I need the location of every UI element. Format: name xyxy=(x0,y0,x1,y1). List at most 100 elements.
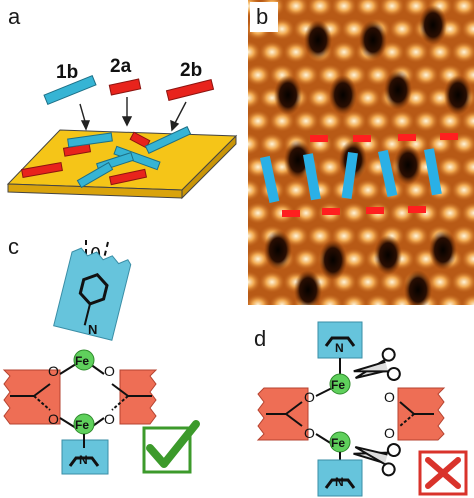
label-2b: 2b xyxy=(180,60,202,81)
stm-bump xyxy=(451,271,474,293)
stm-bump xyxy=(317,156,343,178)
stm-bump xyxy=(389,18,415,40)
stm-bump xyxy=(355,225,381,247)
stm-bump xyxy=(389,110,415,132)
stm-hole xyxy=(384,70,412,110)
stm-bump xyxy=(248,41,261,63)
panel-a-letter: a xyxy=(8,4,21,29)
stm-bump xyxy=(341,202,367,224)
stm-hole xyxy=(284,140,312,180)
stm-bump xyxy=(307,87,333,109)
stm-bump xyxy=(248,87,261,109)
carboxylate-right xyxy=(397,387,446,441)
stm-bump xyxy=(427,271,453,293)
panel-a: a 1b 2a 2b xyxy=(0,0,245,225)
fe-atom-top xyxy=(73,349,95,371)
stm-bump xyxy=(451,41,474,63)
stm-bump xyxy=(451,225,474,247)
carboxylate-left xyxy=(2,369,61,425)
molecule-2b xyxy=(165,78,215,102)
stm-hole xyxy=(404,270,432,305)
stm-bump xyxy=(437,202,463,224)
stm-bump xyxy=(437,110,463,132)
o-label: O xyxy=(304,425,315,441)
fe-label-bottom: Fe xyxy=(331,436,345,450)
stm-bump xyxy=(451,179,474,201)
pyridine-bottom xyxy=(317,452,363,497)
stm-bump xyxy=(437,294,463,305)
stm-bump xyxy=(248,225,261,247)
o-label: O xyxy=(304,389,315,405)
stm-bump xyxy=(461,248,474,270)
stm-hole xyxy=(419,5,447,45)
stm-bump xyxy=(293,64,319,86)
stm-bump xyxy=(248,294,271,305)
stm-bump xyxy=(365,64,391,86)
stm-hole xyxy=(444,75,472,115)
o-label: O xyxy=(384,425,395,441)
surface-schematic: 1b 2a 2b xyxy=(6,56,238,200)
stm-hole xyxy=(394,145,422,185)
stm-bump xyxy=(317,294,343,305)
stm-bump xyxy=(461,202,474,224)
scissors-icon xyxy=(353,347,401,381)
fe-label-top: Fe xyxy=(75,354,89,368)
n-bottom: N xyxy=(335,475,344,489)
stm-bump xyxy=(248,179,261,201)
pyridine-bottom xyxy=(61,434,109,475)
stm-bump xyxy=(293,248,319,270)
cross-icon xyxy=(418,450,468,496)
stm-bump xyxy=(283,41,309,63)
fe-label-top: Fe xyxy=(331,378,345,392)
adsorbed-molecules xyxy=(21,125,192,189)
n-bottom: N xyxy=(79,453,88,467)
stm-bump xyxy=(461,18,474,40)
stm-bump xyxy=(365,294,391,305)
stm-bump xyxy=(355,87,381,109)
stm-bump xyxy=(331,0,357,17)
label-2a: 2a xyxy=(110,56,132,77)
stm-bump xyxy=(331,41,357,63)
panel-c-letter: c xyxy=(8,234,19,259)
stm-bump xyxy=(403,41,429,63)
stm-bump xyxy=(248,64,271,86)
o-label: O xyxy=(104,363,115,379)
stm-bump xyxy=(355,271,381,293)
stm-bump xyxy=(259,133,285,155)
stm-bump xyxy=(437,156,463,178)
stm-bump xyxy=(355,0,381,17)
stm-hole xyxy=(264,230,292,270)
stm-dark-holes xyxy=(264,5,472,305)
o-label: O xyxy=(48,363,59,379)
panel-d-letter: d xyxy=(254,326,267,351)
molecule-2a xyxy=(108,78,142,96)
stm-bump xyxy=(379,0,405,17)
o-label: O xyxy=(48,411,59,427)
stm-bump xyxy=(259,271,285,293)
scissors-icon xyxy=(353,443,401,477)
blue-markers xyxy=(260,148,442,203)
stm-hole xyxy=(429,230,457,270)
n-top: N xyxy=(88,322,97,337)
stm-hole xyxy=(329,75,357,115)
stm-bump xyxy=(269,294,295,305)
stm-bump xyxy=(307,0,333,17)
panel-b: b xyxy=(248,0,474,305)
panel-c: c θ N O O O O xyxy=(0,228,245,498)
carboxylate-left xyxy=(256,387,309,441)
fe-complex-tilted: θ N O O O O xyxy=(2,240,200,475)
stm-bump xyxy=(259,41,285,63)
check-icon xyxy=(142,420,200,474)
stm-bump xyxy=(248,271,261,293)
stm-hole xyxy=(319,240,347,280)
stm-hole xyxy=(304,20,332,60)
stm-image xyxy=(248,0,474,305)
stm-bump xyxy=(461,294,474,305)
stm-bump xyxy=(248,202,271,224)
fe-label-bottom: Fe xyxy=(75,418,89,432)
o-label: O xyxy=(104,411,115,427)
stm-bump xyxy=(413,110,439,132)
stm-bump xyxy=(427,41,453,63)
stm-bump xyxy=(248,133,261,155)
fe-complex-cut: N O O O O Fe Fe xyxy=(256,321,468,497)
